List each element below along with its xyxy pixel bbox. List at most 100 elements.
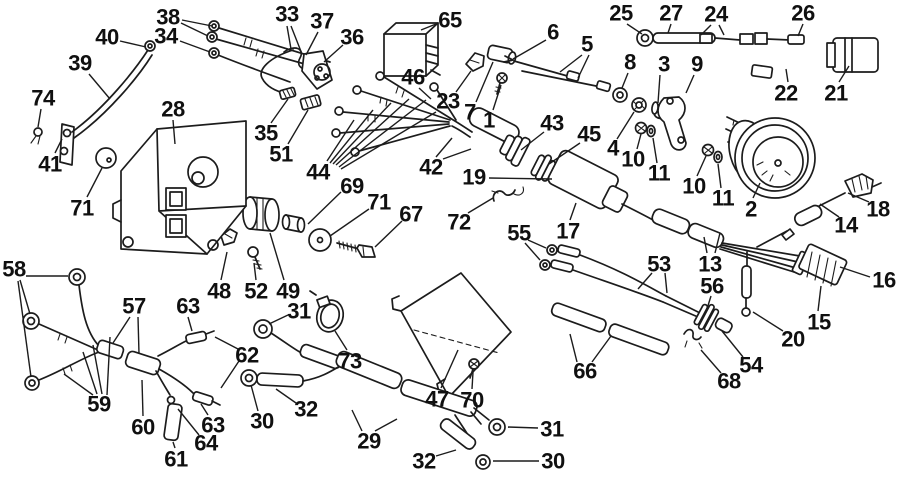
part-label-42: 42: [419, 155, 443, 180]
part-label-26: 26: [791, 1, 815, 26]
part-label-44: 44: [306, 160, 331, 185]
part-label-6: 6: [547, 20, 559, 45]
part-label-36: 36: [340, 25, 364, 50]
part-label-52: 52: [244, 279, 268, 304]
part-label-5: 5: [581, 32, 593, 57]
ground-strap: [30, 40, 156, 166]
part-label-33: 33: [275, 2, 299, 27]
part-label-8: 8: [624, 50, 636, 75]
ground-pin: [741, 251, 752, 317]
part-label-41: 41: [38, 152, 62, 177]
leader-line-54: [721, 330, 744, 358]
leader-line-66: [591, 335, 612, 363]
part-label-18: 18: [866, 197, 890, 222]
leader-line-74: [37, 108, 42, 128]
leader-line-56: [705, 295, 712, 313]
leader-line-70: [471, 371, 474, 390]
leader-line-52: [253, 262, 257, 281]
part-label-56: 56: [700, 274, 724, 299]
electrical-cover: [391, 272, 512, 398]
leader-line-14: [819, 203, 840, 218]
part-label-32: 32: [294, 397, 318, 422]
part-label-34: 34: [154, 24, 179, 49]
leader-line-44: [338, 99, 427, 168]
part-label-4: 4: [607, 136, 620, 161]
part-label-57: 57: [122, 294, 146, 319]
fuse-lead: [756, 192, 846, 248]
leader-line-61: [172, 441, 176, 449]
part-label-31: 31: [540, 417, 564, 442]
leader-line-63: [200, 403, 209, 416]
leader-line-2: [752, 182, 761, 199]
part-label-71: 71: [70, 196, 94, 221]
trim-wire-assembly: [206, 20, 331, 83]
part-label-24: 24: [704, 2, 729, 27]
part-label-16: 16: [872, 268, 896, 293]
part-label-46: 46: [401, 65, 425, 90]
leader-line-63: [187, 316, 193, 332]
part-label-71: 71: [367, 190, 391, 215]
part-label-45: 45: [577, 122, 601, 147]
leader-line-37: [305, 31, 319, 56]
leader-line-1: [492, 84, 502, 111]
knob-cluster: [242, 196, 376, 258]
part-label-35: 35: [254, 121, 278, 146]
leader-line-13: [703, 236, 708, 254]
part-label-38: 38: [156, 5, 180, 30]
part-label-23: 23: [436, 89, 460, 114]
part-label-39: 39: [68, 51, 92, 76]
part-label-14: 14: [834, 213, 859, 238]
part-label-7: 7: [464, 100, 476, 125]
leader-line-5: [559, 54, 583, 73]
leader-line-28: [172, 119, 176, 145]
part-label-47: 47: [425, 387, 449, 412]
part-label-62: 62: [235, 343, 259, 368]
part-label-60: 60: [131, 415, 155, 440]
leader-line-6: [512, 39, 547, 60]
leader-line-29: [374, 418, 398, 432]
leader-line-30: [250, 384, 259, 412]
leader-line-57: [137, 316, 140, 355]
leader-line-11: [652, 137, 658, 164]
leader-line-13: [714, 232, 721, 254]
leader-line-42: [442, 148, 472, 160]
part-label-51: 51: [269, 142, 293, 167]
leader-line-53: [664, 272, 668, 294]
leader-line-40: [119, 40, 147, 48]
leader-line-55: [524, 242, 541, 261]
leader-line-58: [17, 280, 32, 378]
leader-line-10: [696, 155, 707, 177]
leader-line-58: [19, 279, 31, 315]
leader-line-24: [718, 24, 725, 36]
leader-line-59: [106, 336, 111, 396]
part-label-68: 68: [717, 369, 741, 394]
leader-line-39: [88, 73, 111, 100]
part-label-67: 67: [399, 202, 423, 227]
part-label-21: 21: [824, 81, 848, 106]
part-label-31: 31: [287, 299, 311, 324]
leader-line-55: [527, 239, 547, 249]
part-label-43: 43: [540, 111, 564, 136]
leader-line-4: [616, 111, 635, 140]
terminal-sleeves: [278, 86, 322, 111]
throttle-linkage: [636, 29, 805, 47]
leader-line-7: [475, 61, 494, 103]
link-rods: [503, 55, 628, 103]
part-label-10: 10: [621, 147, 645, 172]
battery-cable-main: [240, 319, 506, 470]
part-label-61: 61: [164, 447, 188, 472]
leader-line-49: [269, 232, 285, 281]
leader-line-18: [847, 192, 870, 203]
leader-line-47: [440, 349, 459, 389]
cable-end-caps: [750, 37, 879, 79]
leader-line-51: [287, 109, 309, 145]
sleeve-tubes: [550, 302, 670, 356]
tachometer-gauge: [725, 116, 816, 199]
leader-line-69: [307, 191, 342, 225]
part-label-63: 63: [201, 413, 225, 438]
mounting-bracket: [112, 120, 247, 255]
trim-connector: [301, 50, 333, 90]
wire-clip: [491, 186, 524, 202]
